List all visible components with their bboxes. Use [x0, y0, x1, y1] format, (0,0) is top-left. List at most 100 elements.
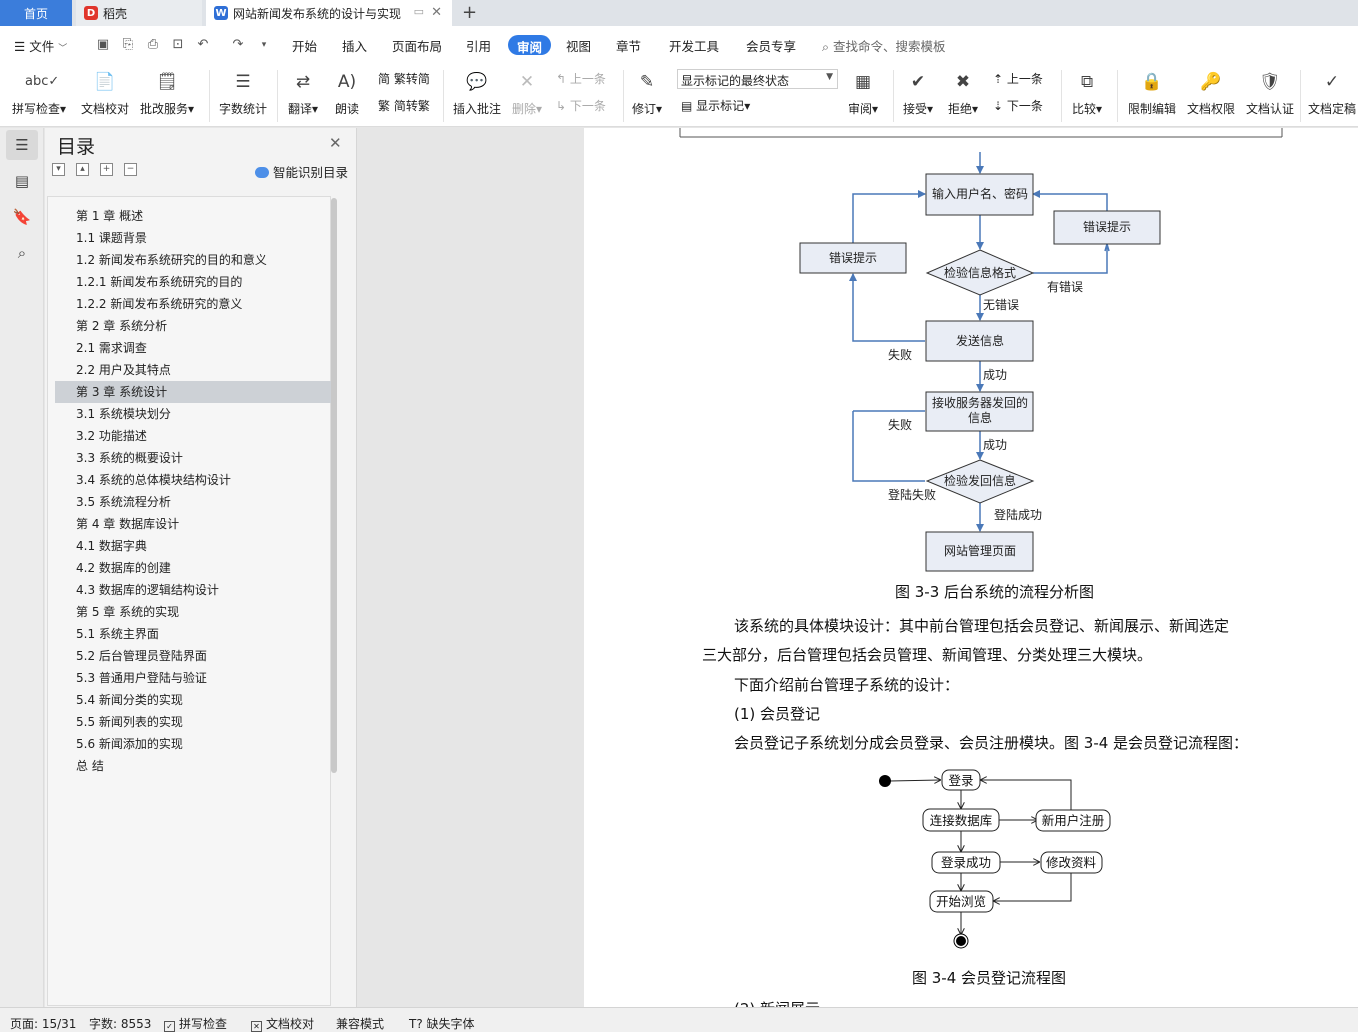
- remove-heading-icon[interactable]: −: [124, 163, 137, 176]
- word-count-indicator[interactable]: 字数: 8553: [89, 1017, 152, 1031]
- next-change-button[interactable]: ⇣ 下一条: [993, 97, 1043, 114]
- toc-item[interactable]: 5.4 新闻分类的实现: [76, 693, 183, 707]
- menu-developer[interactable]: 开发工具: [669, 39, 720, 54]
- tab-daoke[interactable]: D 稻壳: [76, 0, 202, 26]
- doc-final-button[interactable]: ✓文档定稿: [1308, 68, 1356, 117]
- menu-member[interactable]: 会员专享: [746, 39, 797, 54]
- toc-item[interactable]: 第 2 章 系统分析: [76, 319, 168, 333]
- expand-up-icon[interactable]: ▴: [76, 163, 89, 176]
- spell-check-button[interactable]: abc✓拼写检查▾: [12, 68, 66, 117]
- toc-item[interactable]: 4.3 数据库的逻辑结构设计: [76, 583, 219, 597]
- toc-item[interactable]: 第 3 章 系统设计: [55, 381, 331, 403]
- customize-quick-access-icon[interactable]: ▾: [261, 40, 267, 50]
- toc-item[interactable]: 3.4 系统的总体模块结构设计: [76, 473, 231, 487]
- toc-scrollbar[interactable]: [331, 198, 337, 773]
- read-aloud-button[interactable]: A)朗读: [333, 68, 361, 117]
- print-icon[interactable]: ⎙: [147, 37, 159, 52]
- chapter-nav-icon[interactable]: ▤: [14, 172, 30, 190]
- insert-comment-button[interactable]: 💬插入批注: [453, 68, 501, 117]
- file-menu[interactable]: ☰ 文件 ﹀: [14, 36, 67, 56]
- compare-button[interactable]: ⧉比较▾: [1072, 68, 1102, 117]
- toc-item[interactable]: 1.2.1 新闻发布系统研究的目的: [76, 275, 243, 289]
- toc-item[interactable]: 5.5 新闻列表的实现: [76, 715, 183, 729]
- smart-toc-button[interactable]: 智能识别目录: [255, 162, 348, 181]
- document-page[interactable]: 输入用户名、密码 错误提示 错误提示 检验信息格式 有错误 无错误 发送信息 失…: [584, 128, 1358, 1007]
- pin-icon[interactable]: ▭: [413, 5, 424, 18]
- accept-button[interactable]: ✔接受▾: [903, 68, 933, 117]
- page-indicator[interactable]: 页面: 15/31: [10, 1017, 77, 1031]
- delete-comment-button[interactable]: ✕删除▾: [512, 68, 542, 117]
- tab-home[interactable]: 首页: [0, 0, 72, 26]
- delete-comment-icon: ✕: [519, 72, 535, 92]
- menu-view[interactable]: 视图: [566, 39, 592, 54]
- review-pane-label: 审阅: [848, 102, 873, 116]
- toc-item[interactable]: 5.1 系统主界面: [76, 627, 159, 641]
- restrict-edit-button[interactable]: 🔒限制编辑: [1128, 68, 1176, 117]
- show-markup-label: 显示标记: [696, 99, 745, 113]
- missing-font[interactable]: T? 缺失字体: [409, 1015, 475, 1032]
- show-markup-button[interactable]: ▤ 显示标记▾: [681, 99, 751, 113]
- bookmark-icon[interactable]: 🔖: [12, 208, 32, 226]
- toc-item[interactable]: 总 结: [76, 759, 104, 773]
- reject-button[interactable]: ✖拒绝▾: [948, 68, 978, 117]
- undo-icon[interactable]: ↶: [197, 37, 209, 52]
- toc-item[interactable]: 3.2 功能描述: [76, 429, 147, 443]
- status-proofread-label: 文档校对: [266, 1017, 315, 1031]
- menu-chapter[interactable]: 章节: [616, 39, 642, 54]
- doc-cert-button[interactable]: 🛡文档认证: [1246, 68, 1294, 117]
- toc-item[interactable]: 第 1 章 概述: [76, 209, 144, 223]
- doc-proofread-button[interactable]: 📄文档校对: [81, 68, 129, 117]
- close-icon[interactable]: ✕: [329, 134, 342, 152]
- translate-button[interactable]: ⇄翻译▾: [288, 68, 318, 117]
- word-count-button[interactable]: ☰字数统计: [219, 68, 267, 117]
- toc-item[interactable]: 1.2.2 新闻发布系统研究的意义: [76, 297, 243, 311]
- toc-item[interactable]: 2.2 用户及其特点: [76, 363, 171, 377]
- toc-item[interactable]: 5.3 普通用户登陆与验证: [76, 671, 207, 685]
- save-icon[interactable]: ▣: [96, 37, 110, 52]
- toc-item[interactable]: 4.2 数据库的创建: [76, 561, 171, 575]
- print-preview-icon[interactable]: ⊡: [172, 37, 184, 52]
- new-tab-button[interactable]: +: [462, 2, 478, 23]
- tab-document[interactable]: W 网站新闻发布系统的设计与实现 ▭ ✕: [206, 0, 452, 26]
- toc-item[interactable]: 第 4 章 数据库设计: [76, 517, 180, 531]
- menu-insert[interactable]: 插入: [342, 39, 368, 54]
- doc-permission-button[interactable]: 🔑文档权限: [1187, 68, 1235, 117]
- read-aloud-label: 朗读: [334, 102, 359, 116]
- toc-item[interactable]: 5.2 后台管理员登陆界面: [76, 649, 207, 663]
- prev-change-button[interactable]: ⇡ 上一条: [993, 70, 1043, 87]
- add-heading-icon[interactable]: +: [100, 163, 113, 176]
- menu-start[interactable]: 开始: [292, 39, 318, 54]
- toc-item[interactable]: 1.2 新闻发布系统研究的目的和意义: [76, 253, 267, 267]
- markup-state-select[interactable]: 显示标记的最终状态▼: [677, 69, 838, 89]
- menu-page-layout[interactable]: 页面布局: [392, 39, 443, 54]
- batch-edit-button[interactable]: 🗒批改服务▾: [140, 68, 194, 117]
- prev-comment-button[interactable]: ↰ 上一条: [556, 70, 606, 87]
- track-changes-button[interactable]: ✎修订▾: [632, 68, 662, 117]
- toc-item[interactable]: 第 5 章 系统的实现: [76, 605, 180, 619]
- review-pane-button[interactable]: ▦审阅▾: [848, 68, 878, 117]
- toc-item[interactable]: 4.1 数据字典: [76, 539, 147, 553]
- toc-item[interactable]: 5.6 新闻添加的实现: [76, 737, 183, 751]
- find-icon[interactable]: ⌕: [17, 244, 27, 262]
- command-search[interactable]: ⌕ 查找命令、搜索模板: [822, 36, 946, 55]
- status-proofread[interactable]: ✕文档校对: [251, 1015, 314, 1032]
- toc-item[interactable]: 3.5 系统流程分析: [76, 495, 171, 509]
- menu-review[interactable]: 审阅: [508, 35, 552, 55]
- status-spell-check[interactable]: ✓拼写检查: [164, 1015, 227, 1032]
- trad-to-simp-button[interactable]: 简 繁转简: [378, 70, 430, 87]
- close-tab-icon[interactable]: ✕: [431, 5, 442, 20]
- markup-state-value: 显示标记的最终状态: [681, 74, 790, 88]
- redo-icon[interactable]: ↷: [232, 37, 244, 52]
- toc-item[interactable]: 1.1 课题背景: [76, 231, 147, 245]
- collapse-all-icon[interactable]: ▾: [52, 163, 65, 176]
- menu-references[interactable]: 引用: [466, 39, 492, 54]
- export-pdf-icon[interactable]: ⎘: [122, 37, 134, 52]
- simp-to-trad-button[interactable]: 繁 简转繁: [378, 97, 430, 114]
- toc-item[interactable]: 3.3 系统的概要设计: [76, 451, 183, 465]
- toc-item[interactable]: 3.1 系统模块划分: [76, 407, 171, 421]
- toc-item[interactable]: 2.1 需求调查: [76, 341, 147, 355]
- next-comment-button[interactable]: ↳ 下一条: [556, 97, 606, 114]
- toc-panel-icon[interactable]: ☰: [6, 130, 38, 160]
- restrict-edit-label: 限制编辑: [1128, 102, 1177, 116]
- uml-login-ok-label: 登录成功: [941, 855, 991, 870]
